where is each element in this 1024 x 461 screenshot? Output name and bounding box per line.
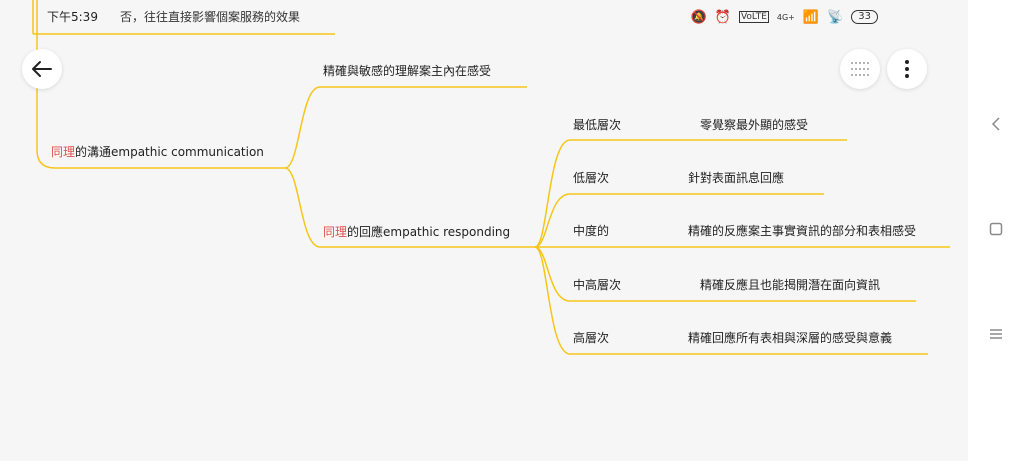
level-desc[interactable]: 零覺察最外顯的感受	[700, 118, 809, 132]
wifi-icon: 📡	[827, 9, 844, 25]
level-name[interactable]: 中度的	[573, 224, 610, 238]
overlay-node-text[interactable]: 否，往往直接影響個案服務的效果	[120, 10, 301, 24]
sub2-label-prefix: 同理	[323, 225, 348, 239]
alarm-icon: ⏰	[714, 9, 731, 25]
branch-empathic-communication[interactable]: 同理的溝通empathic communication	[51, 145, 264, 159]
nav-back-icon[interactable]	[986, 116, 1006, 136]
nav-recents-icon[interactable]	[986, 325, 1006, 345]
status-time: 下午5:39	[47, 10, 98, 24]
sub2-label-rest: 的回應empathic responding	[347, 225, 511, 239]
sub-empathic-responding[interactable]: 同理的回應empathic responding	[323, 225, 510, 239]
level-desc[interactable]: 針對表面訊息回應	[688, 171, 785, 185]
signal-icon: 📶	[802, 9, 820, 25]
back-button[interactable]	[22, 49, 62, 89]
back-arrow-icon	[32, 61, 52, 77]
branch1-label-prefix: 同理	[51, 145, 76, 159]
branch1-label-rest: 的溝通empathic communication	[75, 145, 264, 159]
mindmap-connectors	[32, 0, 950, 355]
level-name[interactable]: 中高層次	[573, 278, 622, 292]
level-name[interactable]: 高層次	[573, 331, 610, 345]
battery-icon: 33	[851, 10, 878, 24]
nav-home-icon[interactable]	[986, 221, 1006, 241]
mute-icon: 🔕	[690, 9, 707, 25]
sub-understanding-node[interactable]: 精確與敏感的理解案主內在感受	[323, 64, 492, 78]
more-button[interactable]	[887, 49, 927, 89]
level-desc[interactable]: 精確回應所有表相與深層的感受與意義	[688, 331, 893, 345]
level-name[interactable]: 低層次	[573, 171, 610, 185]
level-desc[interactable]: 精確的反應案主事實資訊的部分和表相感受	[688, 224, 917, 238]
list-icon	[851, 62, 869, 76]
network-label: 4G+	[776, 12, 795, 22]
outline-button[interactable]	[840, 49, 880, 89]
status-icons: 🔕 ⏰ VoLTE 4G+ 📶 📡 33	[691, 8, 878, 26]
volte-icon: VoLTE	[738, 11, 769, 23]
more-vertical-icon	[905, 60, 909, 78]
mindmap-canvas[interactable]: 同理的溝通empathic communication 精確與敏感的理解案主內在…	[0, 0, 968, 461]
level-desc[interactable]: 精確反應且也能揭開潛在面向資訊	[700, 278, 881, 292]
system-navigation-bar	[968, 0, 1024, 461]
level-name[interactable]: 最低層次	[573, 118, 622, 132]
